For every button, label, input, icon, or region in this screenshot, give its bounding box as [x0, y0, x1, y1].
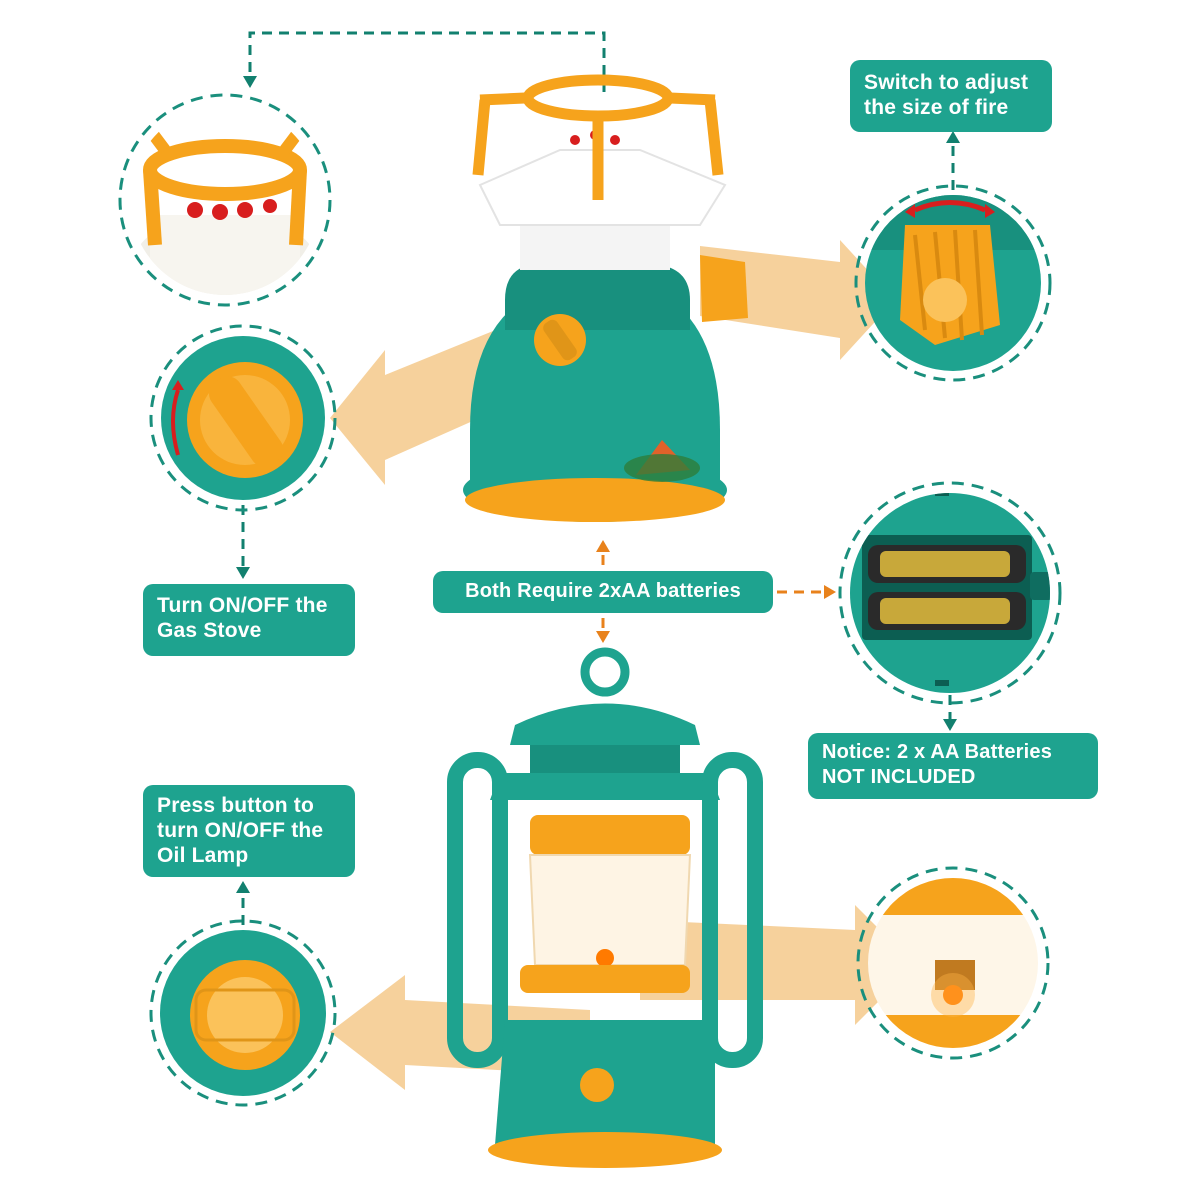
- arrow-to-fire-switch: [700, 240, 895, 360]
- label-oil-lamp: Press button to turn ON/OFF the Oil Lamp: [143, 785, 355, 877]
- label-notice: Notice: 2 x AA Batteries NOT INCLUDED: [808, 733, 1098, 799]
- zoom-stove-knob-detail: [161, 336, 325, 500]
- zoom-burner-detail: [130, 105, 320, 295]
- zoom-lamp-button-detail: [160, 930, 326, 1096]
- label-fire-switch-line-2: the size of fire: [864, 96, 1009, 119]
- label-batteries-text: Both Require 2xAA batteries: [465, 580, 741, 602]
- label-gas-stove-line-2: Gas Stove: [157, 619, 262, 642]
- zoom-rings: [118, 93, 1062, 1107]
- label-fire-switch-line-1: Switch to adjust: [864, 71, 1029, 94]
- label-batteries: Both Require 2xAA batteries: [433, 571, 773, 613]
- zoom-lamp-bulb-detail: [868, 878, 1038, 1048]
- label-notice-line-1: Notice: 2 x AA Batteries: [822, 741, 1053, 763]
- label-oil-lamp-line-3: Oil Lamp: [157, 844, 249, 867]
- label-notice-line-2: NOT INCLUDED: [822, 766, 976, 788]
- label-gas-stove-line-1: Turn ON/OFF the: [157, 594, 328, 617]
- label-fire-switch: Switch to adjust the size of fire: [850, 60, 1052, 132]
- zoom-battery-detail: [850, 493, 1050, 693]
- label-oil-lamp-line-1: Press button to: [157, 794, 315, 817]
- dashed-connectors: [236, 31, 960, 925]
- gas-stove-illustration: [463, 74, 748, 522]
- arrow-to-stove-knob: [330, 320, 520, 485]
- label-gas-stove: Turn ON/OFF the Gas Stove: [143, 584, 355, 656]
- zoom-fire-switch-detail: [865, 195, 1041, 371]
- label-oil-lamp-line-2: turn ON/OFF the: [157, 819, 324, 842]
- oil-lamp-illustration: [447, 647, 763, 1168]
